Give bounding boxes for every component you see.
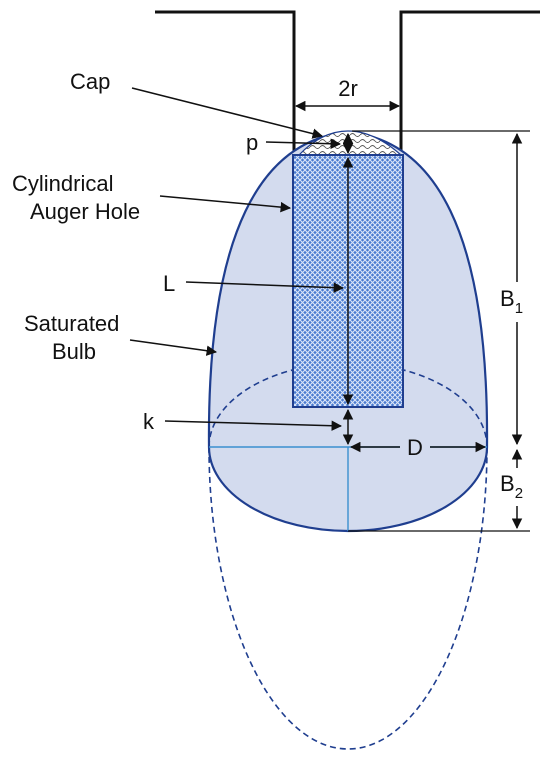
cap-leader (131, 87, 324, 139)
hole-label-line2: Auger Hole (30, 199, 140, 224)
B1-label: B1 (500, 286, 523, 317)
bulb-leader (129, 339, 218, 356)
upper-ellipse-dashed (208, 362, 488, 448)
L-leader (185, 281, 345, 293)
B1-label-background (498, 282, 538, 322)
lower-ellipse-dashed (208, 446, 488, 750)
k-label: k (143, 409, 155, 434)
hole-leader (159, 195, 292, 213)
D-label: D (407, 435, 423, 460)
bulb-label-line1: Saturated (24, 311, 119, 336)
ground-surface (155, 10, 540, 155)
hole-label-line1: Cylindrical (12, 171, 113, 196)
p-label: p (246, 130, 258, 155)
L-label: L (163, 271, 175, 296)
p-leader (265, 138, 342, 149)
cap-label: Cap (70, 69, 110, 94)
k-leader (164, 420, 343, 431)
two-r-label: 2r (338, 76, 358, 101)
bulb-label-line2: Bulb (52, 339, 96, 364)
B2-label: B2 (500, 471, 523, 502)
D-label-background (400, 433, 430, 459)
B2-label-background (498, 468, 538, 506)
